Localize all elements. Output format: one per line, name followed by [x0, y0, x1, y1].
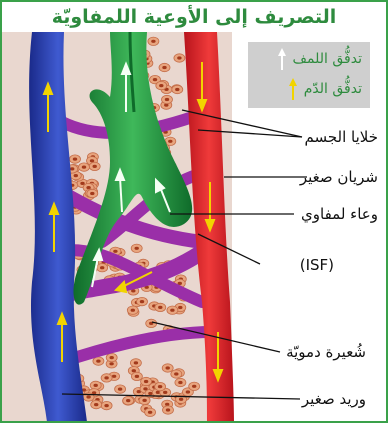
cell-nucleus: [110, 356, 114, 359]
label-body-cells: خلايا الجسم: [304, 128, 378, 146]
cell-nucleus: [153, 78, 157, 81]
cell-nucleus: [74, 174, 78, 177]
cell-nucleus: [104, 404, 108, 407]
cell-nucleus: [158, 385, 162, 388]
cell-nucleus: [132, 369, 136, 372]
cell-nucleus: [165, 403, 169, 406]
cell-nucleus: [170, 309, 174, 312]
cell-nucleus: [144, 380, 148, 383]
cell-nucleus: [86, 395, 90, 398]
cell-nucleus: [192, 385, 196, 388]
legend-lymph-flow-label: تدفُّق اللمف: [293, 51, 362, 67]
cell-nucleus: [94, 403, 98, 406]
cell-nucleus: [80, 182, 84, 185]
label-lymph-vessel: وعاء لمفاوي: [301, 205, 378, 223]
lymph-arrow-icon: [277, 48, 287, 70]
cell-nucleus: [109, 362, 113, 365]
cell-nucleus: [179, 398, 183, 401]
label-isf: (ISF): [300, 256, 334, 274]
cell-nucleus: [96, 360, 100, 363]
cell-nucleus: [163, 391, 167, 394]
cell-nucleus: [118, 388, 122, 391]
cell-nucleus: [94, 384, 98, 387]
cell-nucleus: [134, 361, 138, 364]
cell-nucleus: [112, 375, 116, 378]
cell-nucleus: [168, 140, 172, 143]
cell-nucleus: [162, 66, 166, 69]
cell-nucleus: [148, 411, 152, 414]
label-small-vein: وريد صغير: [302, 390, 366, 408]
cell-nucleus: [177, 56, 181, 59]
cell-nucleus: [151, 40, 155, 43]
cell-nucleus: [93, 165, 97, 168]
cell-nucleus: [166, 366, 170, 369]
cell-nucleus: [90, 192, 94, 195]
cell-nucleus: [126, 399, 130, 402]
cell-nucleus: [186, 390, 190, 393]
cell-nucleus: [73, 158, 77, 161]
legend-blood-flow-label: تدفُّق الدّم: [304, 81, 362, 97]
blood-arrow-icon: [288, 78, 298, 100]
cell-nucleus: [174, 372, 178, 375]
cell-nucleus: [131, 309, 135, 312]
legend-lymph-flow: تدفُّق اللمف: [277, 48, 362, 70]
cell-nucleus: [100, 266, 104, 269]
cell-nucleus: [142, 399, 146, 402]
cell-nucleus: [70, 167, 74, 170]
cell-nucleus: [113, 250, 117, 253]
cell-nucleus: [166, 408, 170, 411]
cell-nucleus: [175, 88, 179, 91]
cell-nucleus: [131, 289, 135, 292]
label-capillary: شُعيرة دمويّة: [286, 343, 366, 361]
cell-nucleus: [178, 306, 182, 309]
cell-nucleus: [178, 381, 182, 384]
legend: تدفُّق اللمف تدفُّق الدّم: [248, 42, 370, 108]
cell-nucleus: [135, 247, 139, 250]
cell-nucleus: [82, 166, 86, 169]
diagram-title: التصريف إلى الأوعية اللمفاويّة: [2, 6, 386, 28]
cell-nucleus: [104, 376, 108, 379]
cell-nucleus: [159, 84, 163, 87]
cell-nucleus: [148, 392, 152, 395]
cell-nucleus: [135, 375, 139, 378]
cell-nucleus: [140, 300, 144, 303]
label-small-artery: شريان صغير: [300, 168, 378, 186]
cell-nucleus: [165, 98, 169, 101]
cell-nucleus: [158, 306, 162, 309]
legend-blood-flow: تدفُّق الدّم: [288, 78, 362, 100]
